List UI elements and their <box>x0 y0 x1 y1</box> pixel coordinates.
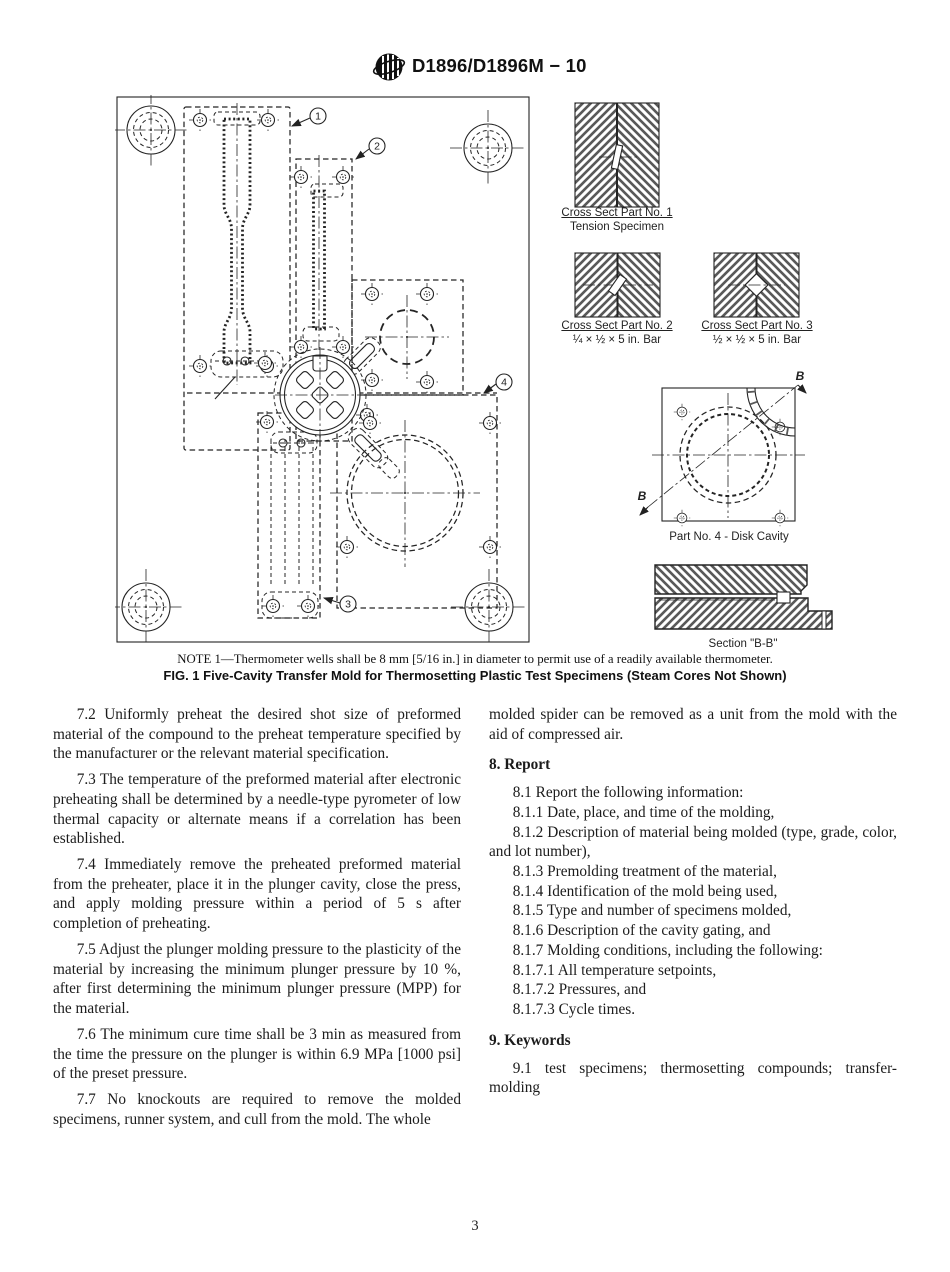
para-7-7: 7.7 No knockouts are required to remove … <box>53 1090 461 1128</box>
heading-keywords: 9. Keywords <box>489 1031 571 1049</box>
figure-caption: FIG. 1 Five-Cavity Transfer Mold for The… <box>163 668 787 683</box>
para-7-2: 7.2 Uniformly preheat the desired shot s… <box>53 706 461 763</box>
callout-2: 2 <box>355 137 386 160</box>
right-column: molded spider can be removed as a unit f… <box>489 705 897 1104</box>
svg-text:3: 3 <box>345 599 351 611</box>
mold-top-view: 1 2 3 4 <box>115 95 530 646</box>
label-tension-specimen: Tension Specimen <box>570 221 664 233</box>
astm-logo <box>372 53 406 81</box>
para-8-1-5: 8.1.5 Type and number of specimens molde… <box>512 902 792 920</box>
para-8-1-7: 8.1.7 Molding conditions, including the … <box>512 941 823 959</box>
label-cross-sect-part-1: Cross Sect Part No. 1 <box>561 207 673 219</box>
para-8-1-6: 8.1.6 Description of the cavity gating, … <box>512 922 771 940</box>
svg-text:B: B <box>796 369 805 383</box>
para-8-1-1: 8.1.1 Date, place, and time of the moldi… <box>512 803 775 821</box>
label-part-2-size: ¼ × ½ × 5 in. Bar <box>572 334 662 346</box>
left-column: 7.2 Uniformly preheat the desired shot s… <box>53 705 461 1135</box>
para-8-1: 8.1 Report the following information: <box>512 784 744 802</box>
para-8-1-7-1: 8.1.7.1 All temperature setpoints, <box>512 961 717 979</box>
label-part-3-size: ½ × ½ × 5 in. Bar <box>712 334 802 346</box>
para-9-1: 9.1 test specimens; thermosetting compou… <box>489 1059 897 1097</box>
label-cross-sect-part-3: Cross Sect Part No. 3 <box>701 320 813 332</box>
transfer-plunger <box>273 347 367 443</box>
para-8-1-7-2: 8.1.7.2 Pressures, and <box>512 981 647 999</box>
heading-report: 8. Report <box>489 756 551 774</box>
para-8-1-2: 8.1.2 Description of material being mold… <box>489 823 897 861</box>
page-number: 3 <box>471 1218 479 1234</box>
para-8-1-3: 8.1.3 Premolding treatment of the materi… <box>512 863 777 881</box>
svg-text:2: 2 <box>374 141 380 153</box>
para-7-3: 7.3 The temperature of the preformed mat… <box>53 771 461 848</box>
document-title: D1896/D1896M − 10 <box>412 55 587 76</box>
para-8-1-4: 8.1.4 Identification of the mold being u… <box>512 882 778 900</box>
callout-4: 4 <box>483 373 513 394</box>
svg-text:1: 1 <box>315 111 321 123</box>
callout-3: 3 <box>322 595 357 613</box>
part-4-disk-cavity: B B <box>638 369 807 527</box>
cross-sect-part-1 <box>574 102 660 208</box>
figure-note: NOTE 1—Thermometer wells shall be 8 mm [… <box>177 652 773 666</box>
para-7-4: 7.4 Immediately remove the preheated pre… <box>53 856 461 933</box>
para-8-1-7-3: 8.1.7.3 Cycle times. <box>512 1001 636 1019</box>
cross-sect-part-3 <box>713 252 800 318</box>
para-7-7-continued: molded spider can be removed as a unit f… <box>489 706 897 743</box>
svg-text:B: B <box>638 489 647 503</box>
svg-text:4: 4 <box>501 377 507 389</box>
callout-1: 1 <box>290 107 327 127</box>
label-part-4-disk-cavity: Part No. 4 - Disk Cavity <box>669 531 789 543</box>
para-7-6: 7.6 The minimum cure time shall be 3 min… <box>53 1025 461 1083</box>
section-b-b-view <box>654 564 833 630</box>
para-7-5: 7.5 Adjust the plunger molding pressure … <box>53 940 461 1018</box>
cross-sect-part-2 <box>574 252 661 318</box>
label-section-b-b: Section "B-B" <box>708 638 778 650</box>
label-cross-sect-part-2: Cross Sect Part No. 2 <box>561 320 673 332</box>
figure-1-drawing: 1 2 3 4 <box>115 95 833 646</box>
